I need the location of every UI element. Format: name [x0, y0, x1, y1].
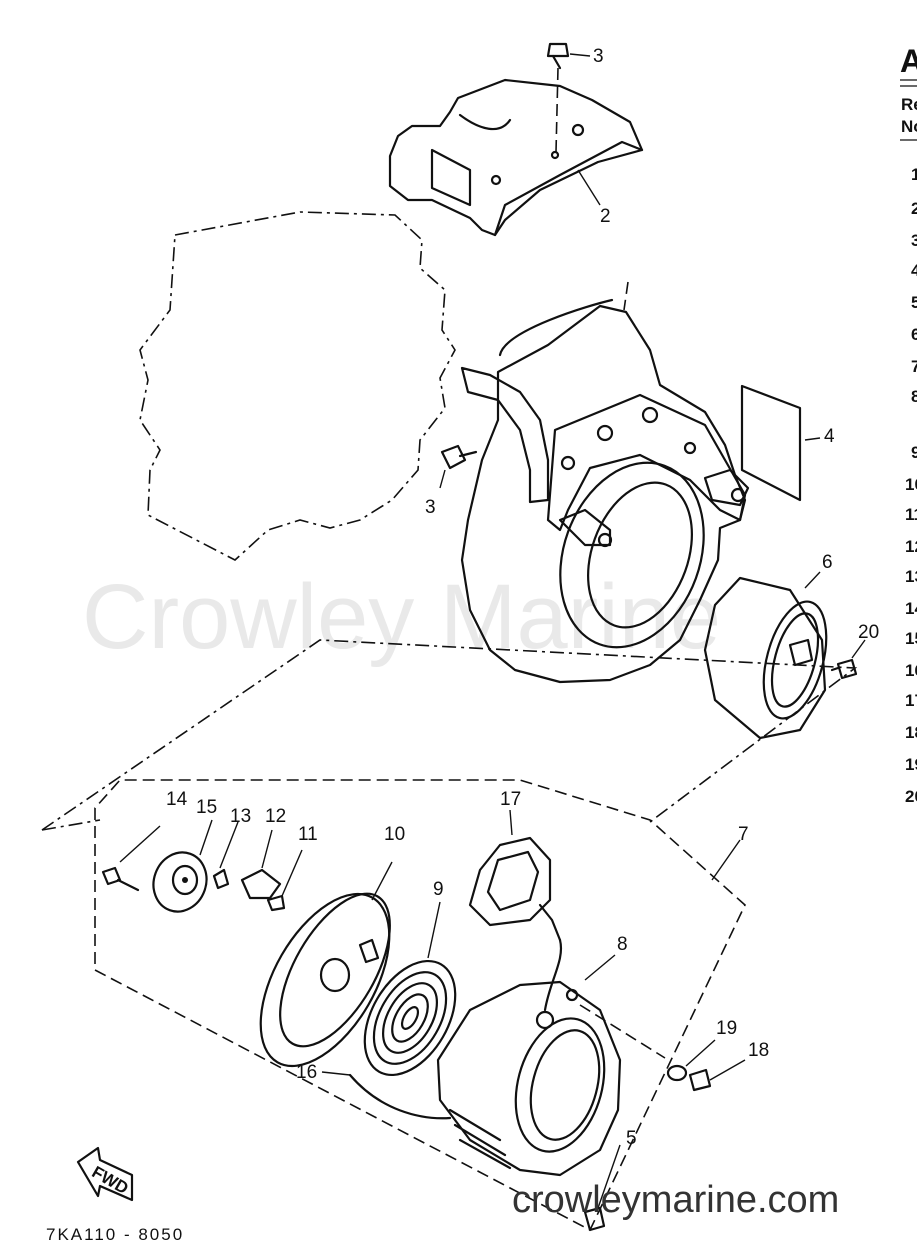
side-panel-ref-number: 4 — [911, 261, 917, 280]
callout-label: 19 — [716, 1018, 737, 1039]
fan-shroud — [460, 281, 750, 684]
watermark-text: Crowley Marine — [82, 566, 721, 668]
side-panel-ref-number: 19 — [905, 755, 917, 774]
pawl-part-12 — [240, 829, 282, 900]
side-panel-ref-number: 16 — [905, 661, 917, 680]
callout-label: 3 — [425, 497, 436, 518]
recoil-enclosure-line — [41, 639, 858, 831]
side-panel: A Re No 1234567891011121314151617181920 — [900, 43, 917, 806]
side-panel-ref-number: 8 — [911, 387, 917, 406]
side-panel-col-header-2: No — [901, 117, 917, 136]
callout-label: 8 — [617, 934, 628, 955]
site-watermark: crowleymarine.com — [512, 1179, 839, 1221]
side-panel-ref-number: 6 — [911, 325, 917, 344]
callout-label: 11 — [298, 824, 318, 845]
side-panel-ref-number: 12 — [905, 537, 917, 556]
side-panel-ref-number: 3 — [911, 231, 917, 250]
side-panel-ref-list: 1234567891011121314151617181920 — [905, 165, 917, 806]
side-panel-ref-number: 5 — [911, 293, 917, 312]
bolt-part-20 — [830, 639, 866, 680]
side-panel-ref-number: 10 — [905, 475, 917, 494]
bolt-part-3-middle — [439, 444, 478, 489]
spring-part-11 — [266, 849, 303, 912]
side-panel-ref-number: 9 — [911, 443, 917, 462]
assembly-boundary-part-7 — [94, 779, 746, 1232]
side-panel-ref-number: 14 — [905, 599, 917, 618]
callout-label: 16 — [296, 1062, 317, 1083]
callout-label: 5 — [626, 1128, 637, 1149]
ratchet-cap-part-15 — [152, 819, 213, 913]
side-panel-ref-number: 13 — [905, 567, 917, 586]
spring-part-13 — [212, 821, 239, 890]
starter-handle-part-17 — [468, 809, 562, 942]
leader-part-2 — [577, 169, 601, 206]
leader-part-16 — [321, 1071, 351, 1076]
callout-label: 6 — [822, 552, 833, 573]
bracket-part-2 — [388, 78, 644, 237]
callout-label: 7 — [738, 824, 749, 845]
callout-label: 14 — [166, 789, 188, 810]
drawing-code: 7KA110 - 8050 — [46, 1225, 184, 1244]
spiral-spring-part-9 — [363, 901, 457, 1077]
bolt-part-14 — [101, 825, 161, 892]
callout-label: 18 — [748, 1040, 769, 1061]
callout-label: 20 — [858, 622, 879, 643]
bolt-part-3-top — [546, 42, 591, 153]
side-panel-ref-number: 7 — [911, 357, 917, 376]
side-panel-ref-number: 11 — [905, 505, 917, 524]
screw-part-18 — [688, 1059, 746, 1092]
side-panel-ref-number: 17 — [905, 691, 917, 710]
side-panel-ref-number: 18 — [905, 723, 917, 742]
reel-part-10 — [259, 861, 393, 1068]
recoil-case-part-8 — [436, 954, 666, 1177]
side-panel-ref-number: 2 — [911, 199, 917, 218]
starter-cup-part-6 — [703, 571, 828, 740]
callout-label: 10 — [384, 824, 405, 845]
bolt-part-5 — [583, 1144, 621, 1232]
callout-label: 12 — [265, 806, 286, 827]
side-panel-ref-number: 15 — [905, 629, 917, 648]
side-panel-col-header-1: Re — [901, 95, 917, 114]
callout-label: 3 — [593, 46, 604, 67]
fwd-arrow: FWD — [76, 1146, 134, 1202]
leader-part-7 — [711, 839, 741, 881]
washer-part-19 — [666, 1039, 716, 1082]
side-panel-ref-number: 20 — [905, 787, 917, 806]
callout-label: 2 — [600, 206, 611, 227]
callout-label: 4 — [824, 426, 835, 447]
assembly-leader-line — [41, 819, 101, 831]
engine-block-outline — [139, 211, 456, 561]
callout-label: 15 — [196, 797, 217, 818]
callout-label: 13 — [230, 806, 251, 827]
callout-label: 17 — [500, 789, 521, 810]
side-panel-heading: A — [900, 43, 917, 79]
starter-rope — [348, 938, 563, 1120]
side-panel-ref-number: 1 — [911, 165, 917, 184]
callout-label: 9 — [433, 879, 444, 900]
gasket-part-4 — [740, 384, 821, 502]
